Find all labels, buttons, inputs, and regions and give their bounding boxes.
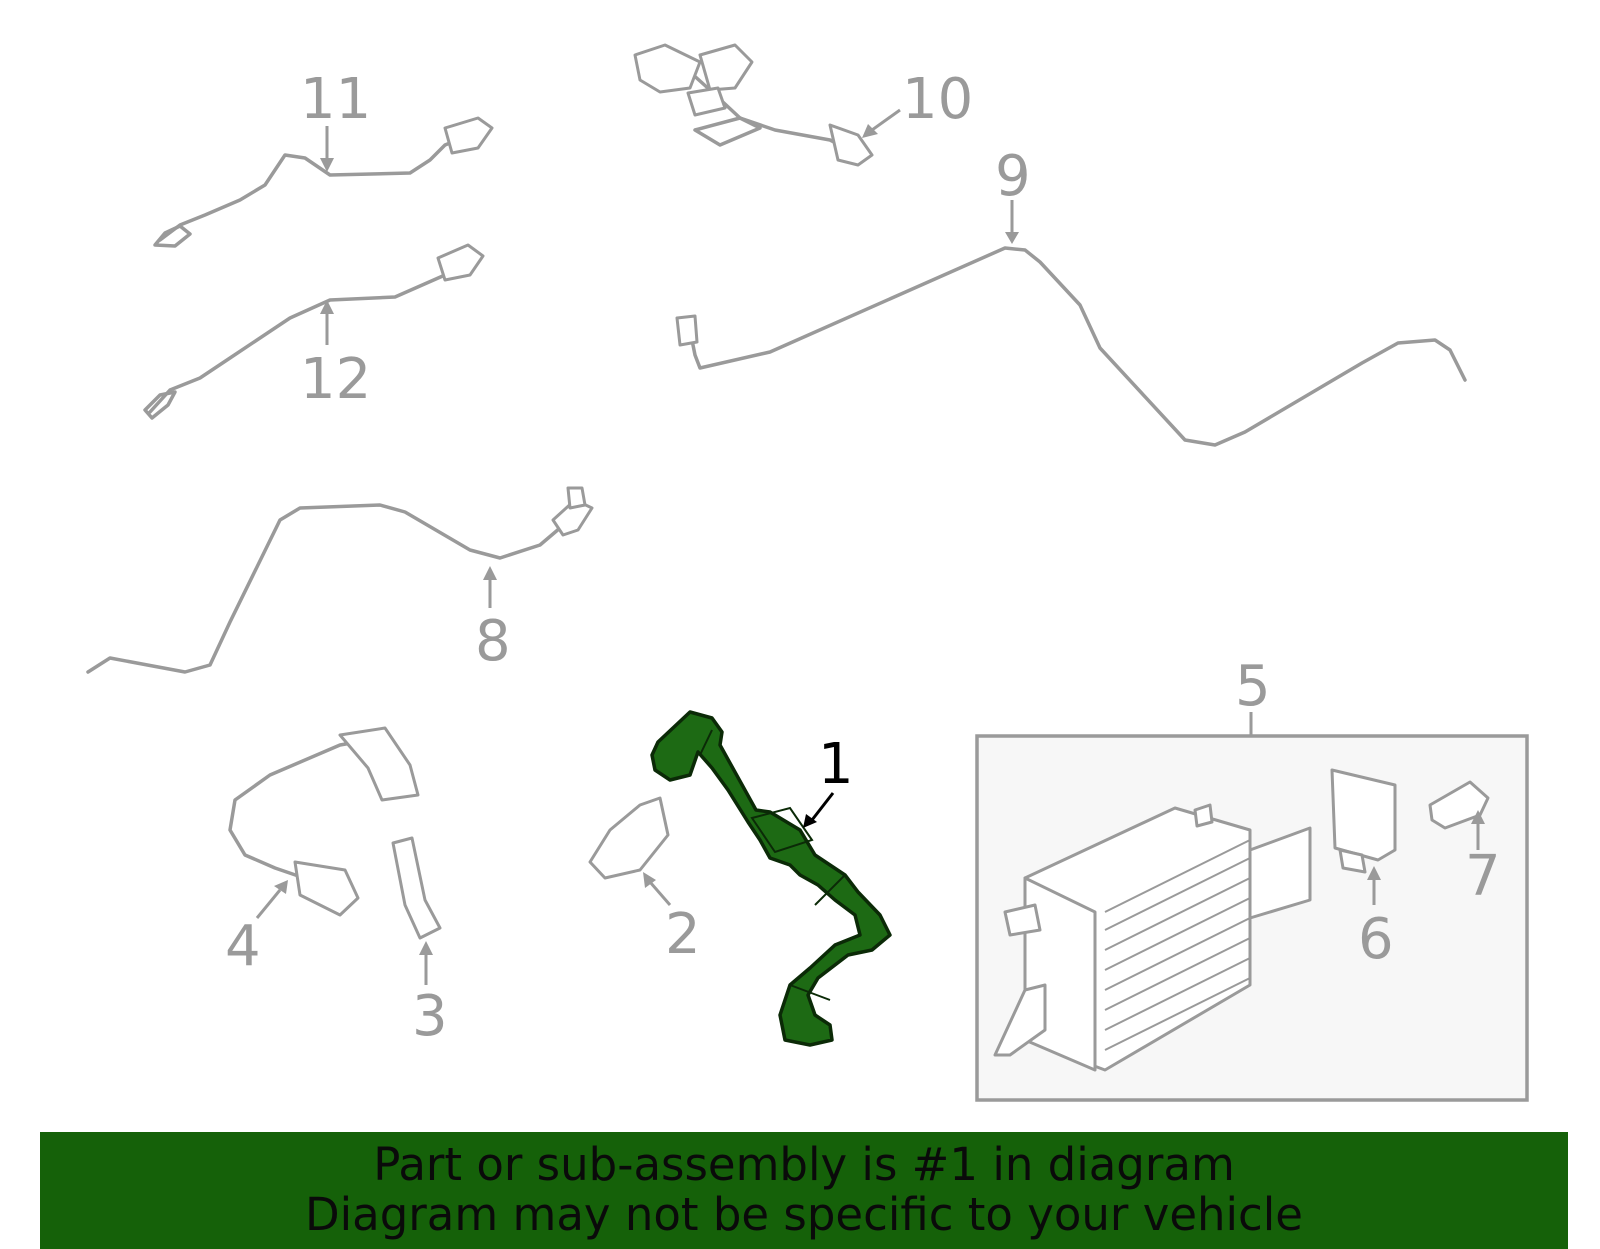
footer-line-2: Diagram may not be specific to your vehi… xyxy=(305,1188,1303,1241)
callout-8: 8 xyxy=(475,609,511,674)
part-11-oxygen-sensor[interactable] xyxy=(153,116,494,248)
footer-line-1: Part or sub-assembly is #1 in diagram xyxy=(373,1138,1235,1191)
part-8-vapor-tube[interactable] xyxy=(86,486,594,674)
callout-4: 4 xyxy=(225,914,261,979)
callout-5: 5 xyxy=(1235,654,1271,719)
callout-2: 2 xyxy=(665,902,701,967)
callout-11: 11 xyxy=(300,67,371,132)
part-9-vapor-tube[interactable] xyxy=(675,246,1467,447)
part-4-hose-assembly[interactable] xyxy=(228,726,420,917)
callout-1: 1 xyxy=(818,732,854,797)
part-10-sensor-harness[interactable] xyxy=(633,43,874,167)
callout-12: 12 xyxy=(300,347,371,412)
part-2-sensor[interactable] xyxy=(588,796,670,880)
callout-7: 7 xyxy=(1465,844,1501,909)
part-3-sensor[interactable] xyxy=(391,836,442,940)
callout-10: 10 xyxy=(902,67,973,132)
part-5-canister-box[interactable] xyxy=(975,734,1529,1102)
callout-6: 6 xyxy=(1358,907,1394,972)
callout-3: 3 xyxy=(412,984,448,1049)
part-12-oxygen-sensor[interactable] xyxy=(143,243,485,420)
part-1-vent-hose[interactable] xyxy=(650,710,892,1047)
footer-banner: Part or sub-assembly is #1 in diagram Di… xyxy=(40,1132,1568,1249)
callout-9: 9 xyxy=(995,144,1031,209)
